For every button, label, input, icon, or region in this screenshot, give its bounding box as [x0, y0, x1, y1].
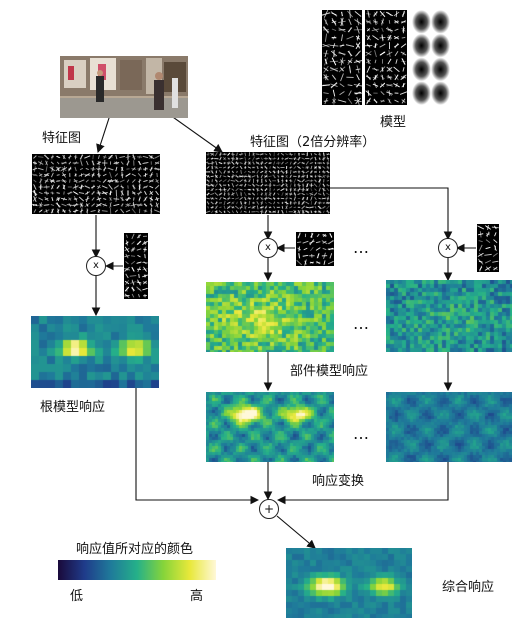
- feature-map-label: 特征图: [42, 131, 82, 146]
- model-root-filter-image: [322, 10, 362, 105]
- feature-map-image: [32, 154, 160, 214]
- model-label: 模型: [380, 115, 407, 130]
- colorbar-high-label: 高: [190, 589, 204, 604]
- root-filter-image: [124, 233, 148, 299]
- transformed-response-heatmap-1: [206, 392, 334, 462]
- combined-response-label: 综合响应: [442, 580, 495, 595]
- add-operator: +: [259, 499, 279, 519]
- feature-map-2x-label: 特征图（2倍分辨率）: [250, 135, 376, 150]
- transformed-response-heatmap-n: [386, 392, 512, 462]
- root-response-label: 根模型响应: [40, 400, 106, 415]
- part-response-heatmap-n: [386, 280, 512, 352]
- model-deformation-image: [412, 10, 450, 105]
- ellipsis-transformed: …: [353, 424, 370, 443]
- colorbar-low-label: 低: [70, 589, 84, 604]
- colorbar-title: 响应值所对应的颜色: [76, 542, 194, 557]
- ellipsis-part-responses: …: [353, 314, 370, 333]
- combined-response-heatmap: [286, 548, 412, 618]
- part-filter-image-n: [477, 224, 499, 272]
- multiply-operator-root: x: [86, 256, 106, 276]
- ellipsis-filters: …: [353, 238, 370, 257]
- response-transform-label: 响应变换: [312, 474, 365, 489]
- colorbar: [58, 560, 216, 580]
- model-part-filters-image: [365, 10, 407, 105]
- part-response-label: 部件模型响应: [290, 364, 369, 379]
- part-response-heatmap-1: [206, 282, 334, 352]
- street-photo-image: [60, 56, 188, 118]
- root-response-heatmap: [31, 316, 159, 388]
- feature-map-2x-image: [206, 152, 330, 214]
- multiply-operator-part-n: x: [438, 238, 458, 258]
- part-filter-image-1: [296, 232, 334, 266]
- multiply-operator-part-1: x: [258, 238, 278, 258]
